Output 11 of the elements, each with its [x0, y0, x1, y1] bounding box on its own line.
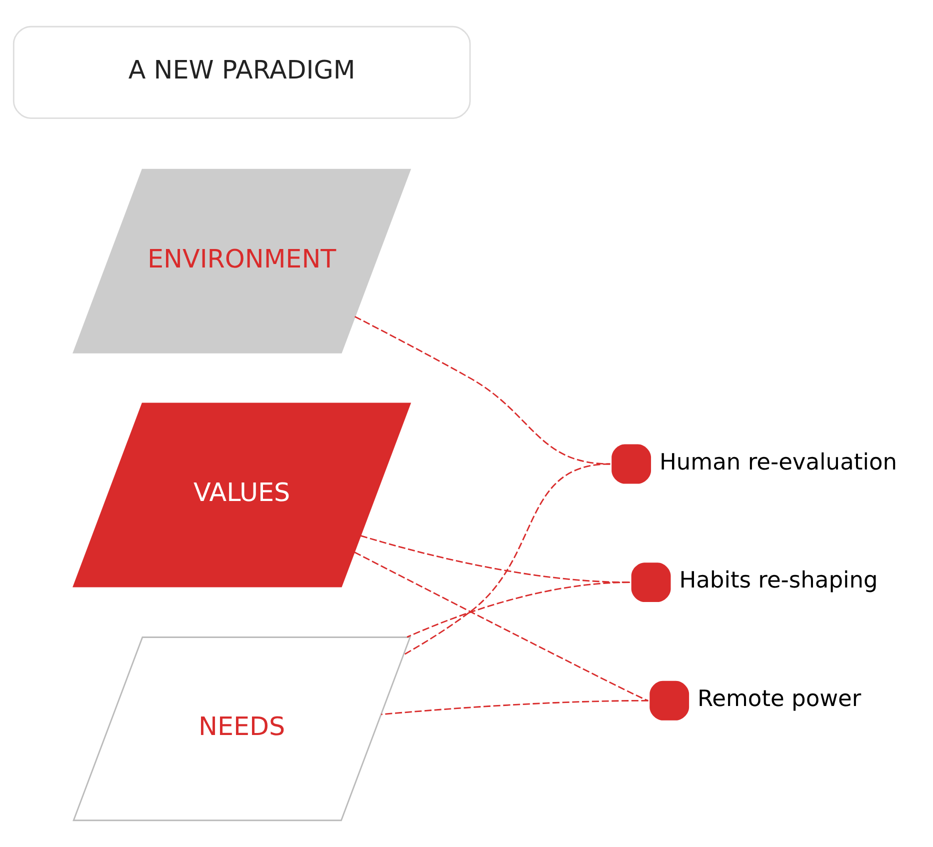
node-circle [612, 444, 652, 484]
connector [381, 700, 648, 716]
connector [406, 582, 630, 638]
node-circle [631, 562, 671, 602]
node-label: Habits re-shaping [679, 568, 878, 594]
connector [403, 463, 610, 656]
node-label: Remote power [698, 686, 862, 712]
connector [354, 552, 648, 702]
node-circle [650, 680, 690, 720]
node-box: A NEW PARADIGM [12, 26, 471, 119]
node-label: Human re-evaluation [659, 449, 898, 476]
